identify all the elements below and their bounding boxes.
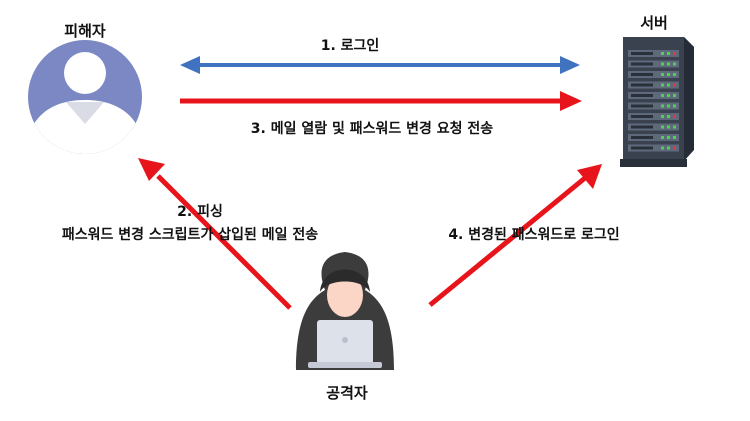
server-led — [661, 73, 664, 76]
server-led — [667, 125, 670, 129]
step2-title: 2. 피싱 — [177, 204, 223, 220]
server-led — [661, 104, 664, 108]
arrow-step1-login — [180, 56, 580, 74]
victim-node: 피해자 — [28, 22, 142, 154]
attacker-node: 공격자 — [296, 252, 394, 402]
arrow-step3-request — [180, 91, 582, 111]
step3-label: 3. 메일 열람 및 패스워드 변경 요청 전송 — [251, 120, 493, 137]
server-led — [673, 115, 676, 118]
server-led — [661, 115, 664, 118]
server-led — [673, 146, 676, 150]
arrow-step4-login — [428, 164, 602, 307]
server-slot-vent — [631, 94, 653, 97]
server-led — [661, 125, 664, 129]
server-slot — [628, 102, 679, 110]
server-led — [667, 52, 670, 55]
server-slot-vent — [631, 52, 653, 55]
server-led — [661, 94, 664, 97]
server-slot — [628, 144, 679, 152]
server-slot — [628, 71, 679, 78]
step4-label: 4. 변경된 패스워드로 로그인 — [448, 226, 619, 243]
server-slot — [628, 60, 679, 68]
server-led — [673, 62, 676, 66]
server-node: 서버 — [620, 14, 694, 167]
server-led — [661, 136, 664, 139]
server-led — [661, 83, 664, 87]
server-led — [667, 83, 670, 87]
server-led — [667, 94, 670, 97]
server-led — [667, 115, 670, 118]
server-led — [673, 125, 676, 129]
server-slot — [628, 50, 679, 57]
server-slot — [628, 113, 679, 120]
server-slot — [628, 92, 679, 99]
server-led — [667, 62, 670, 66]
step2-description: 패스워드 변경 스크립트가 삽입된 메일 전송 — [62, 226, 318, 243]
server-led — [667, 146, 670, 150]
server-led — [667, 136, 670, 139]
server-slot — [628, 81, 679, 89]
step1-label: 1. 로그인 — [321, 37, 380, 54]
server-led — [667, 104, 670, 108]
server-slot-vent — [631, 125, 653, 129]
attacker-label: 공격자 — [326, 384, 368, 402]
server-led — [667, 73, 670, 76]
server-led — [661, 52, 664, 55]
server-led — [673, 73, 676, 76]
server-led — [661, 146, 664, 150]
server-slot-vent — [631, 104, 653, 108]
server-slot-vent — [631, 136, 653, 139]
hooded-hacker-icon — [296, 252, 394, 370]
server-label: 서버 — [640, 14, 668, 32]
server-slot — [628, 134, 679, 141]
server-slot-vent — [631, 115, 653, 118]
server-slot-vent — [631, 62, 653, 66]
server-slot-vent — [631, 146, 653, 150]
server-led — [673, 83, 676, 87]
server-led — [673, 136, 676, 139]
server-rack-icon — [620, 37, 694, 167]
server-led — [673, 104, 676, 108]
arrow-step2-phishing — [138, 158, 292, 310]
server-slot — [628, 123, 679, 131]
server-slot-vent — [631, 73, 653, 76]
server-led — [661, 62, 664, 66]
user-avatar-icon — [28, 40, 142, 154]
server-led — [673, 94, 676, 97]
victim-label: 피해자 — [64, 22, 106, 40]
server-led — [673, 52, 676, 55]
server-slot-vent — [631, 83, 653, 87]
